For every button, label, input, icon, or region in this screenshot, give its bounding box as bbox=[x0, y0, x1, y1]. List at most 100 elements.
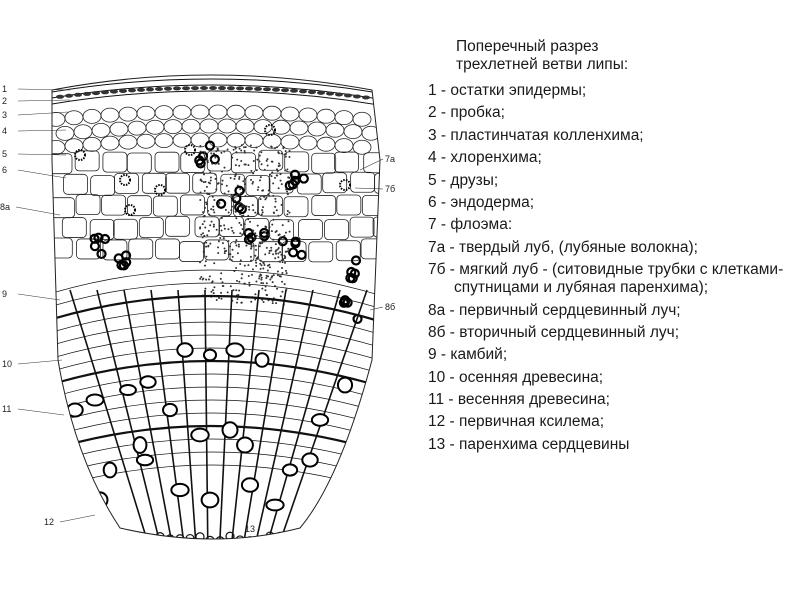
parenchyma-cell bbox=[258, 195, 283, 217]
phloem-cell bbox=[232, 231, 235, 234]
collenchyma-cell bbox=[235, 118, 255, 134]
pith-cell bbox=[285, 531, 295, 539]
collenchyma-cell bbox=[181, 118, 201, 134]
phloem-cell bbox=[238, 193, 241, 196]
phloem-cell bbox=[279, 179, 282, 182]
legend-item: 4 - хлоренхима; bbox=[428, 149, 542, 167]
parenchyma-cell bbox=[219, 216, 244, 237]
phloem-cell bbox=[236, 158, 239, 161]
phloem-cell bbox=[222, 237, 225, 240]
parenchyma-cell bbox=[194, 216, 220, 238]
phloem-cell bbox=[219, 277, 222, 280]
cork-cell bbox=[209, 86, 217, 91]
phloem-cell bbox=[239, 259, 242, 262]
phloem-cell bbox=[284, 261, 287, 264]
cork-cell bbox=[110, 89, 118, 94]
phloem-cell bbox=[283, 153, 286, 156]
phloem-cell bbox=[236, 194, 239, 197]
collenchyma-cell bbox=[334, 138, 354, 154]
phloem-cell bbox=[255, 261, 258, 264]
phloem-cell bbox=[268, 252, 271, 255]
phloem-cell bbox=[257, 186, 260, 189]
phloem-cell bbox=[269, 278, 272, 281]
phloem-cell bbox=[267, 275, 270, 278]
parenchyma-cell bbox=[322, 172, 348, 194]
phloem-cell bbox=[209, 158, 212, 161]
phloem-cell bbox=[232, 148, 235, 151]
collenchyma-cell bbox=[172, 104, 192, 120]
parenchyma-cell bbox=[360, 238, 380, 260]
phloem-cell bbox=[251, 182, 254, 185]
cork-cell bbox=[119, 88, 127, 93]
phloem-cell bbox=[205, 203, 208, 206]
phloem-cell bbox=[205, 278, 208, 281]
phloem-cell bbox=[229, 177, 232, 180]
phloem-cell bbox=[239, 232, 242, 235]
phloem-cell bbox=[274, 257, 277, 260]
phloem-cell bbox=[282, 147, 285, 150]
parenchyma-cell bbox=[308, 241, 334, 263]
figure-label: 6 bbox=[2, 165, 7, 175]
collenchyma-cell bbox=[190, 104, 210, 120]
cork-band bbox=[52, 75, 380, 83]
cork-cell bbox=[83, 91, 91, 96]
collenchyma-cell bbox=[226, 104, 246, 120]
leader-line bbox=[17, 99, 71, 102]
phloem-cell bbox=[250, 245, 253, 248]
parenchyma-cell bbox=[102, 151, 128, 173]
phloem-cell bbox=[236, 298, 239, 301]
phloem-cell bbox=[226, 148, 229, 151]
phloem-cell bbox=[202, 181, 205, 184]
parenchyma-cell bbox=[165, 172, 191, 194]
phloem-cell bbox=[227, 190, 230, 193]
collenchyma-cell bbox=[298, 107, 318, 123]
phloem-cell bbox=[243, 264, 246, 267]
phloem-cell bbox=[255, 257, 258, 260]
phloem-cell bbox=[238, 147, 241, 150]
phloem-cell bbox=[247, 264, 250, 267]
phloem-cell bbox=[212, 225, 215, 228]
phloem-cell bbox=[267, 193, 270, 196]
phloem-cell bbox=[251, 204, 254, 207]
phloem-cell bbox=[220, 217, 223, 220]
vessel bbox=[176, 342, 194, 358]
phloem-cell bbox=[223, 247, 226, 250]
bast-fiber bbox=[296, 249, 307, 260]
phloem-cell bbox=[272, 218, 275, 221]
phloem-cell bbox=[264, 231, 267, 234]
phloem-cell bbox=[245, 238, 248, 241]
vessel bbox=[281, 463, 299, 477]
vessel bbox=[225, 342, 245, 358]
phloem-cell bbox=[216, 182, 219, 185]
phloem-cell bbox=[236, 184, 239, 187]
parenchyma-cell bbox=[75, 194, 101, 216]
phloem-cell bbox=[203, 264, 206, 267]
phloem-cell bbox=[263, 240, 266, 243]
phloem-cell bbox=[201, 171, 204, 174]
collenchyma-cell bbox=[217, 118, 237, 134]
medullary-ray bbox=[123, 289, 173, 539]
phloem-cell bbox=[199, 227, 202, 230]
phloem-cell bbox=[210, 208, 213, 211]
phloem-cell bbox=[214, 156, 217, 159]
phloem-cell bbox=[238, 175, 241, 178]
phloem-cell bbox=[278, 233, 281, 236]
phloem-cell bbox=[202, 215, 205, 218]
phloem-cell bbox=[217, 251, 220, 254]
phloem-cell bbox=[247, 214, 250, 217]
collenchyma-cell bbox=[208, 104, 228, 120]
bast-fiber bbox=[298, 173, 309, 184]
phloem-cell bbox=[231, 248, 234, 251]
phloem-cell bbox=[222, 285, 225, 288]
parenchyma-cell bbox=[63, 173, 88, 195]
vessel bbox=[139, 375, 157, 389]
figure-label: 1 bbox=[2, 84, 7, 94]
phloem-cell bbox=[256, 188, 259, 191]
parenchyma-cell bbox=[61, 217, 87, 238]
phloem-cell bbox=[268, 263, 271, 266]
cork-cell bbox=[308, 90, 316, 95]
phloem-cell bbox=[206, 234, 209, 237]
bast-fiber bbox=[216, 198, 227, 209]
leader-line bbox=[17, 359, 63, 365]
phloem-cell bbox=[281, 272, 284, 275]
